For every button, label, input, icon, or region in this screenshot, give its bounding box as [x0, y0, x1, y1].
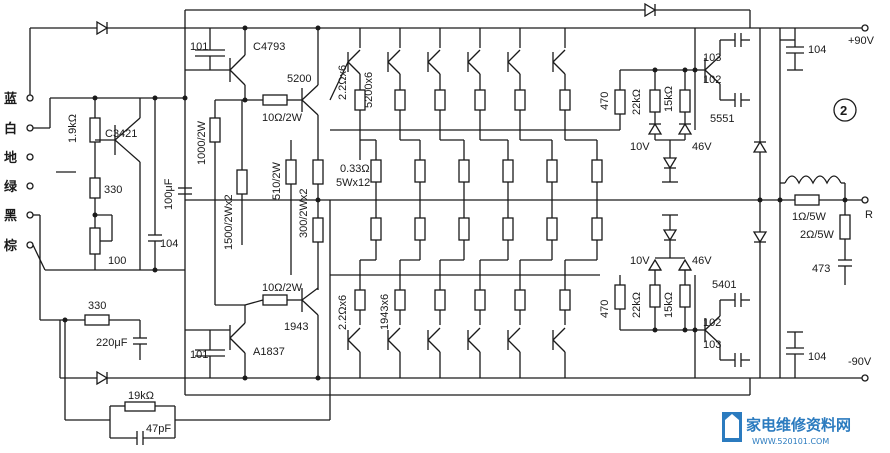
terminal-negative: [861, 374, 869, 382]
label-cap-103-bot: 103: [703, 339, 721, 351]
label-r-22k-bot: 22kΩ: [631, 292, 643, 318]
label-r-470-bot: 470: [599, 300, 611, 318]
output-pnp-2: [387, 200, 426, 378]
label-cap-473: 473: [812, 263, 830, 275]
output-array-bottom: 2.2Ωx6 1943x6: [330, 200, 603, 378]
label-r-033: 0.33Ω: [340, 163, 370, 175]
watermark: 家电维修资料网 WWW.520101.COM: [722, 412, 851, 446]
label-r-15k-top: 15kΩ: [663, 86, 675, 112]
label-r-510: 510/2W: [271, 161, 283, 200]
output-network: 1Ω/5W 2Ω/5W 473 +90V R -90V 2: [757, 24, 875, 382]
label-rail-positive: +90V: [848, 35, 875, 47]
watermark-title: 家电维修资料网: [746, 416, 851, 434]
output-pnp-6: [552, 200, 603, 378]
clamp-diode-upper: [752, 140, 768, 153]
protection-bottom: 10V 46V 470 22kΩ 15kΩ 5401 102 103 104: [599, 214, 826, 378]
label-cap-47pf: 47pF: [146, 423, 171, 435]
label-r-1500: 1500/2Wx2: [223, 194, 235, 250]
label-q-c4793: C4793: [253, 41, 285, 53]
protection-top: 470 22kΩ 15kΩ 10V 46V: [599, 28, 826, 183]
label-r-2r2-top: 2.2Ωx6: [337, 65, 349, 100]
label-q-5200x6: 5200x6: [363, 72, 375, 108]
rail-diode-top: [96, 20, 109, 36]
label-q-a1837: A1837: [253, 346, 285, 358]
output-array-top: 2.2Ωx6 5200x6 0.33Ω 5Wx12: [329, 28, 620, 200]
label-rail-negative: -90V: [848, 356, 872, 368]
label-r-1-5w: 1Ω/5W: [792, 211, 827, 223]
label-q-1943x6: 1943x6: [379, 294, 391, 330]
label-cap-101-bot: 101: [190, 349, 208, 361]
output-pnp-5: [507, 200, 558, 378]
output-pnp-4: [467, 200, 514, 378]
label-q-5551: 5551: [710, 113, 734, 125]
label-r-22k-top: 22kΩ: [631, 89, 643, 115]
output-pnp-3: [427, 200, 470, 378]
label-d-10v-top: 10V: [630, 141, 650, 153]
terminal-output: [861, 196, 869, 204]
label-cap-220uf: 220μF: [96, 337, 128, 349]
label-r-300: 300/2Wx2: [298, 188, 310, 238]
label-r-19k-fb: 19kΩ: [128, 390, 154, 402]
wire-label-black: 黑: [4, 208, 17, 223]
label-q-5401: 5401: [712, 279, 736, 291]
terminal-positive: [861, 24, 869, 32]
label-cap-103-top: 103: [703, 52, 721, 64]
label-pot-100: 100: [108, 255, 126, 267]
circuit-number-ring: [833, 98, 857, 122]
label-d-10v-bot: 10V: [630, 255, 650, 267]
output-npn-1: [347, 28, 382, 200]
label-cap-100uf: 100μF: [163, 178, 175, 210]
watermark-url: WWW.520101.COM: [752, 437, 829, 446]
circuit-number: 2: [840, 103, 847, 118]
label-r-1000: 1000/2W: [196, 120, 208, 165]
label-q-5200: 5200: [287, 73, 311, 85]
label-r-330a: 330: [104, 184, 122, 196]
label-cap-102-bot: 102: [703, 317, 721, 329]
label-r-1k9: 1.9kΩ: [67, 114, 79, 143]
output-npn-4: [467, 28, 514, 200]
output-npn-2: [387, 28, 426, 200]
label-q-c3421: C3421: [105, 128, 137, 140]
label-r-15k-bot: 15kΩ: [663, 292, 675, 318]
wire-label-green: 绿: [4, 179, 18, 194]
label-cap-104-bot: 104: [808, 351, 826, 363]
label-r-2-5w: 2Ω/5W: [800, 229, 835, 241]
rail-diode-top2: [644, 2, 657, 18]
output-pnp-1: [347, 200, 382, 378]
output-npn-5: [507, 28, 558, 200]
label-r-033b: 5Wx12: [336, 177, 370, 189]
wire-label-brown: 棕: [3, 238, 17, 253]
label-d-46v-top: 46V: [692, 141, 712, 153]
label-cap-101-top: 101: [190, 41, 208, 53]
clamp-diode-lower: [752, 231, 768, 244]
label-cap-104-left: 104: [160, 238, 178, 250]
label-r-2r2-bot: 2.2Ωx6: [337, 295, 349, 330]
bias-section: 1.9kΩ 330 100 C3421 104 100μF: [67, 95, 192, 273]
output-npn-6: [552, 28, 603, 200]
label-r-330b: 330: [88, 300, 106, 312]
driver-stage: 101 C4793 1000/2W 10Ω/2W 5200 1500/2Wx2 …: [185, 25, 324, 381]
wire-label-blue: 蓝: [4, 91, 17, 106]
wire-label-white: 白: [4, 121, 17, 136]
label-r-470-top: 470: [599, 92, 611, 110]
wire-label-ground: 地: [4, 150, 17, 165]
label-r-10-bot: 10Ω/2W: [262, 282, 303, 294]
input-connector: 蓝 白 地 绿 黑 棕: [3, 91, 185, 378]
label-q-1943: 1943: [284, 321, 308, 333]
label-r-10-top: 10Ω/2W: [262, 112, 303, 124]
label-cap-104-top: 104: [808, 44, 826, 56]
label-d-46v-bot: 46V: [692, 255, 712, 267]
feedback-network: 330 220μF 19kΩ 47pF: [60, 200, 331, 445]
label-rail-output: R: [865, 209, 873, 221]
rail-diode-bottom: [96, 370, 109, 386]
output-npn-3: [427, 28, 470, 200]
label-cap-102-top: 102: [703, 74, 721, 86]
